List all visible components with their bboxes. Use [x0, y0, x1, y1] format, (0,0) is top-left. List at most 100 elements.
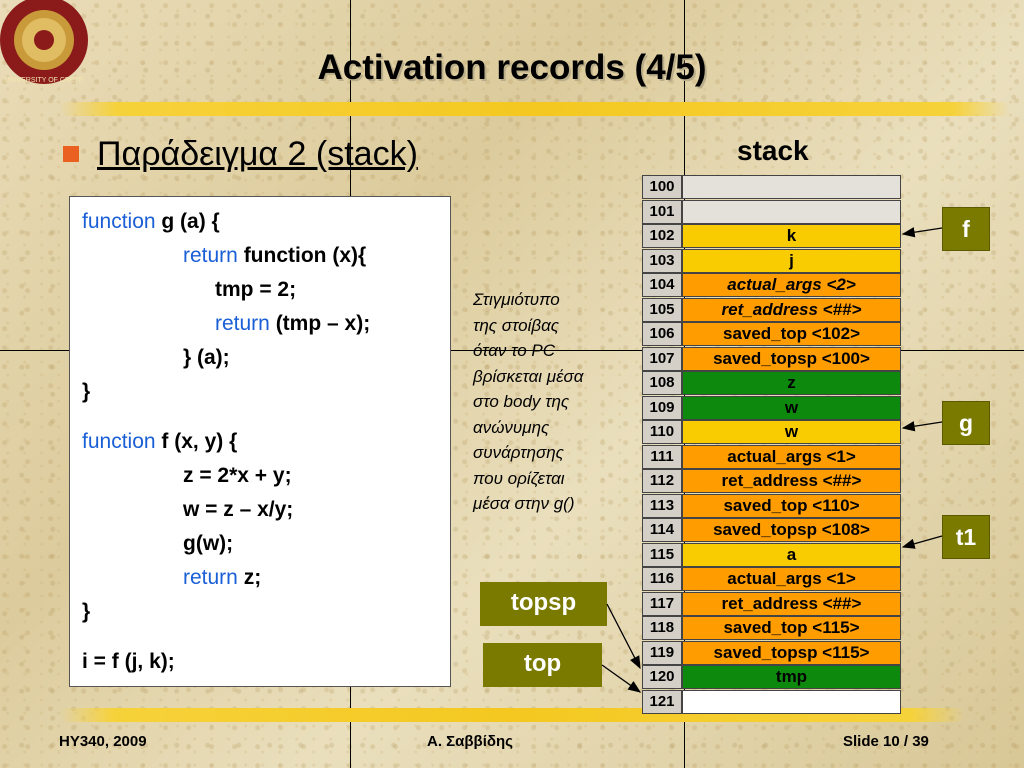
stack-cell: actual_args <1> [682, 567, 901, 591]
code-keyword: function [82, 210, 156, 233]
stack-cell: ret_address <##> [682, 469, 901, 493]
stack-cell: saved_top <115> [682, 616, 901, 640]
annotation-line: Στιγμιότυπο [473, 290, 560, 309]
code-text: g (a) { [155, 210, 220, 233]
footer-course: HY340, 2009 [59, 733, 147, 750]
stack-cell: k [682, 224, 901, 248]
code-line: return function (x){ [183, 239, 366, 273]
arrow-topsp [606, 603, 641, 670]
stack-address: 110 [642, 420, 682, 444]
code-text: function (x){ [237, 244, 367, 267]
stack-address: 113 [642, 493, 682, 518]
bullet-icon [63, 146, 79, 162]
code-box: function g (a) {return function (x){tmp … [69, 196, 451, 687]
stack-cell: w [682, 420, 901, 444]
code-line: g(w); [183, 527, 233, 561]
footer-author: Α. Σαββίδης [427, 733, 513, 750]
stack-row: 101 [642, 199, 901, 224]
stack-cell: tmp [682, 665, 901, 689]
guide-line [0, 350, 1024, 351]
stack-cell: saved_top <102> [682, 322, 901, 346]
code-text: z = 2*x + y; [183, 464, 292, 487]
stack-address: 111 [642, 444, 682, 469]
code-text: g(w); [183, 532, 234, 555]
stack-label: stack [737, 135, 809, 166]
university-logo: UNIVERSITY OF CRETE [0, 0, 90, 92]
stack-address: 114 [642, 518, 682, 542]
stack-address: 115 [642, 542, 682, 567]
code-keyword: return [215, 312, 270, 335]
arrow-t1 [901, 535, 943, 549]
stack-cell: ret_address <##> [682, 297, 901, 322]
stack-cell: saved_top <110> [682, 493, 901, 518]
code-text: } (a); [183, 346, 230, 369]
code-line: } [82, 595, 90, 629]
stack-address: 101 [642, 199, 682, 224]
arrow-g [901, 421, 943, 432]
annotation-line: συνάρτησης [473, 443, 564, 462]
stack-address: 108 [642, 371, 682, 395]
stack-address: 109 [642, 395, 682, 420]
code-text: z; [237, 566, 262, 589]
annotation-line: που ορίζεται [473, 468, 565, 488]
stack-cell: a [682, 542, 901, 567]
slide-subtitle: Παράδειγμα 2 (stack) [97, 135, 418, 173]
frame-label-t1: t1 [942, 515, 990, 559]
code-line: } [82, 375, 90, 409]
stack-address: 104 [642, 273, 682, 297]
stack-cell: w [682, 395, 901, 420]
stack-cell [682, 175, 901, 199]
logo-text: UNIVERSITY OF CRETE [4, 77, 84, 84]
stack-address: 103 [642, 248, 682, 273]
code-keyword: function [82, 430, 156, 453]
topsp-label: topsp [480, 582, 607, 626]
code-line: function g (a) { [82, 205, 220, 239]
stack-address: 118 [642, 616, 682, 640]
stack-address: 107 [642, 346, 682, 371]
code-line: z = 2*x + y; [183, 459, 292, 493]
annotation-line: ανώνυμης [473, 417, 550, 437]
code-keyword: return [183, 244, 238, 267]
stack-address: 116 [642, 567, 682, 591]
slide-title: Activation records (4/5) [317, 48, 707, 87]
frame-label-g: g [942, 401, 990, 445]
stack-address: 121 [642, 689, 682, 714]
annotation-line: όταν το PC [473, 341, 556, 360]
code-text: (tmp – x); [269, 312, 371, 335]
code-text: w = z – x/y; [183, 498, 294, 521]
code-text: } [82, 380, 91, 403]
stack-address: 105 [642, 297, 682, 322]
stack-address: 100 [642, 175, 682, 199]
annotation-line: στο body της [473, 392, 570, 411]
stack-cell: actual_args <2> [682, 273, 901, 297]
stack-address: 112 [642, 469, 682, 493]
code-line: w = z – x/y; [183, 493, 293, 527]
stack-row: 121 [642, 689, 901, 714]
code-line: } (a); [183, 341, 230, 375]
stack-cell: saved_topsp <108> [682, 518, 901, 542]
code-line: tmp = 2; [215, 273, 296, 307]
code-line: i = f (j, k); [82, 645, 175, 679]
code-text: i = f (j, k); [82, 650, 175, 673]
code-keyword: return [183, 566, 238, 589]
stack-cell: z [682, 371, 901, 395]
frame-label-f: f [942, 207, 990, 251]
arrow-top [601, 664, 642, 693]
